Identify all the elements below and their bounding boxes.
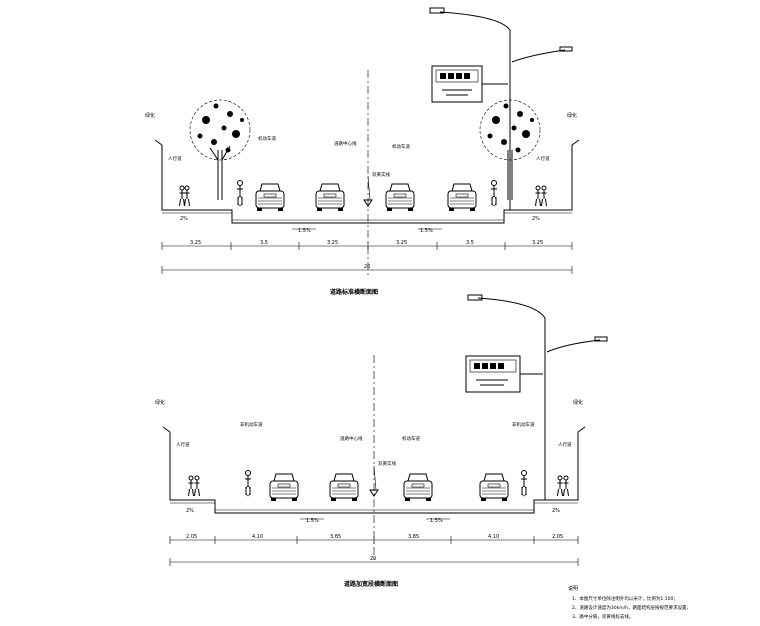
notes-heading: 说明 [568, 585, 578, 592]
s1-dim-3: 3.25 [327, 240, 338, 246]
s2-dim-5: 4.10 [488, 534, 499, 540]
s1-left-lane-label: 机动车道 [258, 135, 276, 142]
s2-ground-profile [169, 432, 579, 514]
s2-dim-1: 2.05 [186, 534, 197, 540]
s2-divider-label: 双黄实线 [378, 460, 396, 467]
s2-right-crossfall: 2% [552, 508, 560, 514]
s2-walker-right [557, 475, 563, 497]
s1-right-sidewalk-label: 人行道 [536, 155, 550, 162]
s1-left-road-slope: 1.5% [298, 228, 311, 234]
s1-left-tree [189, 99, 251, 200]
s2-dim-3: 3.85 [330, 534, 341, 540]
s1-dim-5: 3.5 [466, 240, 474, 246]
notes: 说明 1、本图尺寸单位除注明外均以米计，比例为1:100； 2、道路设计速度为3… [568, 585, 691, 620]
s1-center-label: 道路中心线 [334, 140, 357, 147]
s2-sign-board [465, 355, 543, 393]
s1-dim-2: 3.5 [260, 240, 268, 246]
s2-walker-right-2 [563, 475, 569, 497]
s2-right-bike-label: 非机动车道 [512, 421, 535, 428]
s1-dim-4: 3.25 [396, 240, 407, 246]
s2-car-3 [403, 473, 433, 502]
s1-car-3 [385, 183, 415, 212]
s2-left-sidewalk-label: 人行道 [176, 441, 190, 448]
s1-walker-right [535, 185, 541, 207]
s2-dim-6: 2.05 [552, 534, 563, 540]
s2-street-light [467, 294, 608, 500]
notes-line-2: 2、道路设计速度为30km/h，路面结构层按规范要求设置； [572, 604, 691, 611]
s1-bike-left [236, 180, 244, 207]
s1-walker-left-2 [184, 185, 190, 207]
s1-walker-right-2 [541, 185, 547, 207]
s2-lane-label: 机动车道 [402, 435, 420, 442]
s2-right-road-slope: 1.5% [430, 518, 443, 524]
s1-divider-label: 双黄实线 [372, 171, 390, 178]
s2-center-label: 道路中心线 [340, 435, 363, 442]
s1-right-road-slope: 1.5% [420, 228, 433, 234]
notes-line-1: 1、本图尺寸单位除注明外均以米计，比例为1:100； [572, 595, 678, 602]
s1-dim-6: 3.25 [532, 240, 543, 246]
s2-car-1 [269, 473, 299, 502]
s1-street-light [429, 7, 573, 210]
s2-dim-4: 3.85 [408, 534, 419, 540]
s2-title: 道路加宽段横断面图 [344, 580, 398, 588]
section2: 绿化 绿化 人行道 人行道 非机动车道 非机动车道 道路中心线 机动车道 双黄实… [155, 294, 608, 588]
section1: 绿化 绿化 人行道 人行道 机动车道 机动车道 道路中心线 双黄实线 2% 2%… [145, 7, 580, 296]
s2-left-edge-label: 绿化 [155, 399, 165, 406]
s1-sign-board [431, 65, 508, 103]
s2-left-crossfall: 2% [186, 508, 194, 514]
s1-right-lane-label: 机动车道 [392, 143, 410, 150]
s2-left-bike-label: 非机动车道 [240, 421, 263, 428]
s1-walker-left [179, 185, 185, 207]
s1-dimensions: 3.25 3.5 3.25 3.25 3.5 3.25 20 [161, 240, 573, 274]
s2-right-edge-label: 绿化 [573, 399, 583, 406]
s1-ground-profile [161, 145, 573, 224]
s1-right-crossfall: 2% [532, 216, 540, 222]
s1-bike-right [490, 180, 498, 207]
s2-bike-right [520, 470, 528, 497]
s2-dim-2: 4.10 [252, 534, 263, 540]
s1-total: 20 [364, 264, 370, 270]
s2-left-road-slope: 1.5% [306, 518, 319, 524]
s2-bike-left [244, 470, 252, 497]
s1-dim-1: 3.25 [190, 240, 201, 246]
s1-right-edge-label: 绿化 [567, 112, 577, 119]
s2-dimensions: 2.05 4.10 3.85 3.85 4.10 2.05 20 [169, 534, 579, 566]
s1-car-2 [315, 183, 345, 212]
s2-total: 20 [370, 556, 376, 562]
s2-car-4 [479, 473, 509, 502]
s2-right-sidewalk-label: 人行道 [558, 441, 572, 448]
s2-walker-left [188, 475, 194, 497]
notes-line-3: 3、路中分隔，双黄线标志线。 [572, 613, 633, 620]
s1-title: 道路标准横断面图 [330, 288, 378, 296]
s1-left-crossfall: 2% [180, 216, 188, 222]
s1-car-4 [447, 183, 477, 212]
s2-walker-left-2 [194, 475, 200, 497]
s1-left-sidewalk-label: 人行道 [168, 155, 182, 162]
s2-car-2 [329, 473, 359, 502]
s1-car-1 [255, 183, 285, 212]
s1-left-edge-label: 绿化 [145, 112, 155, 119]
s1-right-tree [479, 99, 541, 200]
